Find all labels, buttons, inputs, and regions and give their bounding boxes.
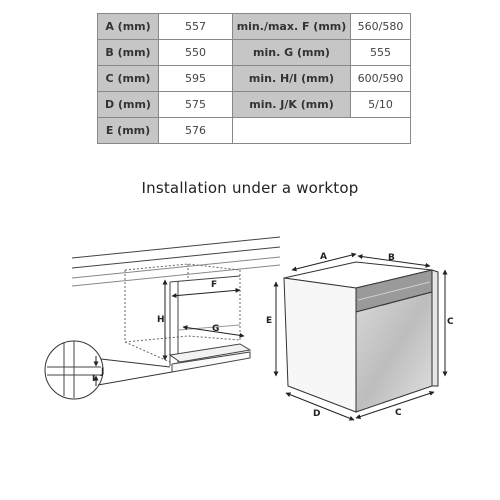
- dimension-label: C (mm): [97, 65, 159, 92]
- dimension-value: 550: [158, 39, 233, 66]
- label-G: G: [212, 324, 219, 334]
- label-J: J: [100, 367, 104, 377]
- dimension-label: D (mm): [97, 91, 159, 118]
- dimension-label: min. J/K (mm): [232, 91, 351, 118]
- dimension-value: 560/580: [350, 13, 411, 40]
- table-row: B (mm) 550 min. G (mm) 555: [97, 39, 411, 66]
- label-B: B: [388, 253, 395, 263]
- table-row: C (mm) 595 min. H/I (mm) 600/590: [97, 65, 411, 92]
- dimension-value: 595: [158, 65, 233, 92]
- dimension-table: A (mm) 557 min./max. F (mm) 560/580 B (m…: [97, 13, 411, 144]
- empty-cell: [232, 117, 411, 144]
- table-row: E (mm) 576: [97, 117, 411, 144]
- dimension-label: min. G (mm): [232, 39, 351, 66]
- dimension-value: 576: [158, 117, 233, 144]
- worktop-cabinet: [71, 236, 281, 373]
- table-row: A (mm) 557 min./max. F (mm) 560/580: [97, 13, 411, 40]
- dimension-value: 555: [350, 39, 411, 66]
- dimension-label: E (mm): [97, 117, 159, 144]
- dimension-label: A (mm): [97, 13, 159, 40]
- dimension-label: B (mm): [97, 39, 159, 66]
- label-C-side: C: [447, 317, 454, 327]
- dimension-arrows-right: [273, 252, 448, 421]
- dimension-value: 5/10: [350, 91, 411, 118]
- oven-appliance: [283, 261, 439, 413]
- dimension-value: 575: [158, 91, 233, 118]
- label-E: E: [266, 316, 272, 326]
- label-F: F: [211, 280, 217, 290]
- label-D: D: [313, 409, 320, 419]
- label-C-bottom: C: [395, 408, 402, 418]
- label-A: A: [320, 252, 327, 262]
- label-H: H: [157, 315, 165, 325]
- detail-magnifier: [44, 340, 173, 400]
- label-I: I: [92, 374, 95, 384]
- dimension-arrows-left: [162, 279, 245, 361]
- diagram-caption: Installation under a worktop: [141, 179, 359, 197]
- table-row: D (mm) 575 min. J/K (mm) 5/10: [97, 91, 411, 118]
- dimension-label: min. H/I (mm): [232, 65, 351, 92]
